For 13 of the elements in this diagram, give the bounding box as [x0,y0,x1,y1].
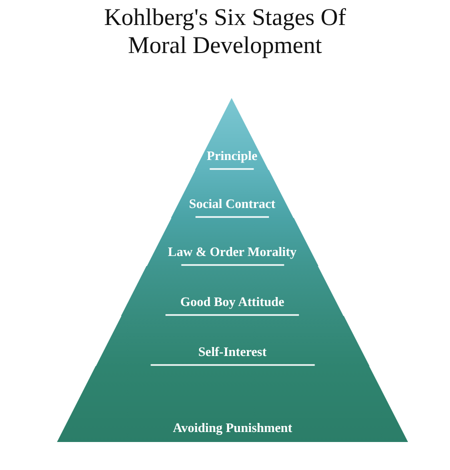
level-label: Social Contract [189,196,276,211]
pyramid-level [146,218,318,266]
level-label: Law & Order Morality [168,244,297,259]
pyramid-level [170,170,294,218]
pyramid-level [57,366,408,442]
pyramid-level [195,98,269,170]
pyramid-level [121,266,344,316]
level-label: Avoiding Punishment [172,420,292,435]
level-label: Good Boy Attitude [180,294,284,309]
level-label: Self-Interest [198,344,267,359]
level-label: Principle [206,148,258,163]
diagram-title: Kohlberg's Six Stages Of Moral Development [103,4,347,60]
pyramid-level [96,316,370,366]
